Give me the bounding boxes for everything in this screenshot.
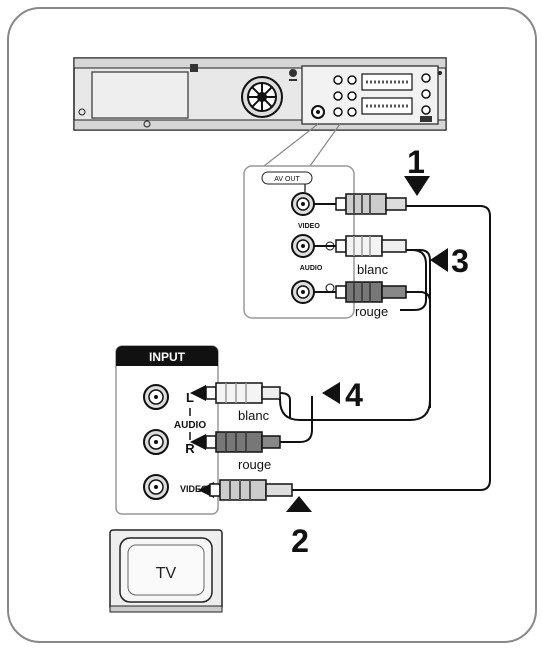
blanc-label-bottom: blanc: [238, 408, 270, 423]
tv-video-label: VIDEO: [180, 484, 208, 494]
audio-left-out-jack: [291, 234, 315, 258]
video-plug-tv: [198, 479, 293, 501]
cable-wires-audio: [382, 249, 427, 311]
av-out-label: AV OUT: [274, 176, 300, 183]
tv-audio-left-jack: [143, 384, 169, 410]
step-4-arrow-icon: [322, 382, 340, 404]
dvd-recorder: [73, 57, 447, 131]
tv-label: TV: [156, 565, 177, 582]
tv-set: TV: [109, 529, 223, 613]
step-1-label: 1: [407, 144, 425, 180]
audio-right-out-jack: [291, 280, 315, 304]
zoom-lines: [263, 123, 341, 167]
video-out-jack: [291, 192, 315, 216]
step-1-arrow-icon: [404, 176, 430, 196]
tv-audio-right-jack: [143, 429, 169, 455]
red-plug-top: [314, 281, 407, 303]
blanc-label-top: blanc: [357, 262, 389, 277]
tv-video-jack: [143, 474, 169, 500]
cable-wires: [279, 205, 491, 491]
video-plug-top: [314, 193, 407, 215]
step-2-label: 2: [291, 523, 309, 559]
step-4-label: 4: [345, 377, 363, 413]
audio-r-label: R: [185, 441, 195, 456]
red-plug-tv: [190, 431, 300, 453]
fan-icon: [241, 76, 283, 118]
white-plug-tv: [190, 382, 291, 418]
step-3-label: 3: [451, 243, 469, 279]
rouge-label-bottom: rouge: [238, 457, 271, 472]
rouge-label-top: rouge: [355, 304, 388, 319]
audio-out-label: AUDIO: [300, 265, 323, 272]
tv-audio-label: AUDIO: [174, 420, 206, 431]
step-3-arrow-icon: [430, 248, 448, 272]
tv-input-panel: INPUT L AUDIO R VIDEO: [115, 345, 219, 515]
input-label: INPUT: [149, 350, 186, 364]
white-plug-top: [314, 235, 407, 257]
video-out-label: VIDEO: [298, 223, 320, 230]
step-2-arrow-icon: [286, 496, 312, 512]
